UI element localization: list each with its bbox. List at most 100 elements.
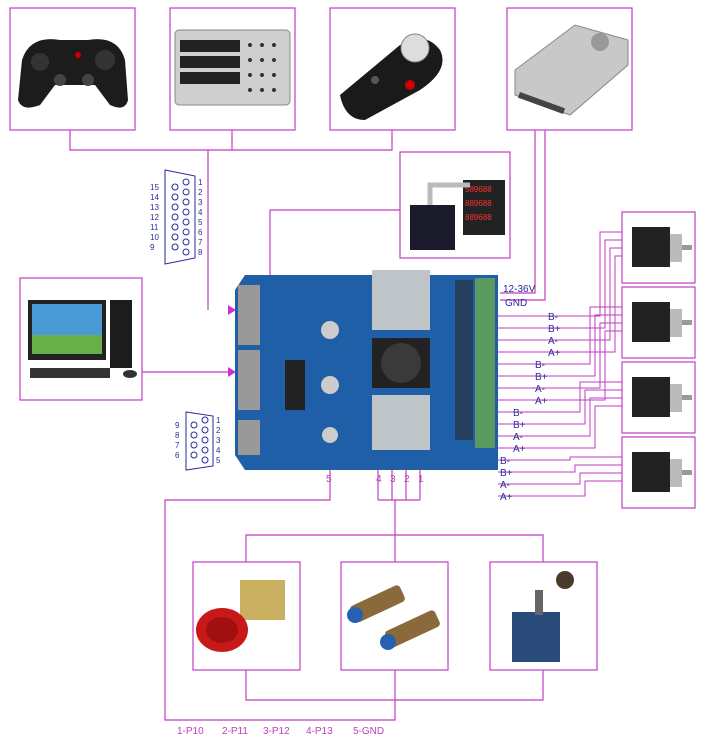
arrow-icon: [228, 305, 236, 315]
display-row: 889688: [465, 199, 492, 208]
stepper-motor-image: [632, 302, 692, 342]
wires: [9, 7, 696, 721]
motor-wire: [498, 247, 622, 341]
pin-hole: [182, 248, 190, 256]
db15-pin-number: 7: [198, 238, 203, 247]
motor-wire: [498, 322, 622, 389]
pin-hole: [182, 188, 190, 196]
pin-hole: [190, 451, 198, 459]
db15-pin-number: 1: [198, 178, 203, 187]
motor-pin-label: A+: [535, 396, 548, 407]
pin-hole: [201, 426, 209, 434]
db15-pin-number: 11: [150, 223, 159, 232]
voltage-label: 12-36V: [503, 284, 536, 295]
motor-pin-label: B+: [500, 468, 513, 479]
pin-hole: [182, 208, 190, 216]
motor-pin-label: B-: [535, 360, 545, 371]
display-row: 589688: [465, 185, 492, 194]
pin-hole: [171, 223, 179, 231]
pin-hole: [182, 218, 190, 226]
motor-pin-label: A-: [513, 432, 523, 443]
db15-pin-number: 14: [150, 193, 159, 202]
motor-pin-label: B+: [548, 324, 561, 335]
input-number-1: 1: [418, 474, 424, 485]
pin-hole: [201, 416, 209, 424]
computer-image: [28, 300, 137, 378]
motor-pin-label: B-: [500, 456, 510, 467]
pin-hole: [190, 431, 198, 439]
motor-pin-label: A-: [500, 480, 510, 491]
ground-label: GND: [505, 298, 527, 309]
motor-wire: [498, 239, 622, 329]
motor-pin-label: A+: [548, 348, 561, 359]
pin-hole: [182, 238, 190, 246]
motor-pin-label: B+: [535, 372, 548, 383]
pin-hole: [171, 183, 179, 191]
db9-connector: [185, 411, 214, 471]
db9-pin-number: 3: [216, 436, 221, 445]
emergency-stop-image: [196, 580, 285, 652]
motor-wire: [498, 255, 622, 353]
pin-hole: [171, 203, 179, 211]
pin-map-label: 1-P10: [177, 726, 204, 737]
motor-pin-label: A+: [500, 492, 513, 503]
proximity-sensor-image: [347, 585, 440, 650]
db15-pin-number: 8: [198, 248, 203, 257]
pin-hole: [182, 198, 190, 206]
motor-wire: [498, 314, 622, 377]
input-number-3: 3: [390, 474, 396, 485]
pin-hole: [171, 243, 179, 251]
display-box: [399, 151, 511, 259]
motor-wire: [498, 306, 622, 365]
pin-hole: [182, 228, 190, 236]
motor-wire: [498, 456, 622, 461]
pin-hole: [171, 233, 179, 241]
db9-pin-number: 9: [175, 421, 180, 430]
motor-wire: [498, 330, 622, 401]
pin-map-label: 3-P12: [263, 726, 290, 737]
pin-map-label: 5-GND: [353, 726, 384, 737]
motor-pin-label: B-: [513, 408, 523, 419]
pin-map-label: 4-P13: [306, 726, 333, 737]
motor-pin-label: A-: [548, 336, 558, 347]
db9-pin-number: 5: [216, 456, 221, 465]
motor-pin-label: B-: [548, 312, 558, 323]
pin-hole: [190, 421, 198, 429]
motor-pin-label: A+: [513, 444, 526, 455]
motor-wire: [498, 389, 622, 425]
db9-pin-number: 7: [175, 441, 180, 450]
gamepad-box: [9, 7, 136, 131]
db15-pin-number: 13: [150, 203, 159, 212]
power-supply-box: [506, 7, 633, 131]
motor-wire: [498, 381, 622, 413]
db15-pin-number: 6: [198, 228, 203, 237]
db15-pin-number: 5: [198, 218, 203, 227]
handwheel-image: [340, 33, 443, 120]
stepper-motor-image: [632, 377, 692, 417]
db15-pin-number: 2: [198, 188, 203, 197]
input-number-2: 2: [404, 474, 410, 485]
pin-hole: [201, 436, 209, 444]
motor-pin-label: A-: [535, 384, 545, 395]
db15-connector: [164, 169, 196, 265]
db15-pin-number: 9: [150, 243, 155, 252]
db9-pin-number: 1: [216, 416, 221, 425]
stepper-motor-image: [632, 452, 692, 492]
db9-pin-number: 6: [175, 451, 180, 460]
pc-box: [19, 277, 143, 401]
display-row: 889688: [465, 213, 492, 222]
motor-wire: [498, 480, 622, 497]
pin-hole: [171, 193, 179, 201]
motor-wire: [498, 472, 622, 485]
pin-hole: [190, 441, 198, 449]
motor-wire: [498, 464, 622, 473]
motor-pin-label: B+: [513, 420, 526, 431]
input-number-5: 5: [326, 474, 332, 485]
motor-wire: [498, 397, 622, 437]
pin-hole: [182, 178, 190, 186]
arrow-icon: [228, 367, 236, 377]
db15-pin-number: 10: [150, 233, 159, 242]
motor-wires: [498, 231, 622, 497]
motor-wire: [498, 231, 622, 317]
